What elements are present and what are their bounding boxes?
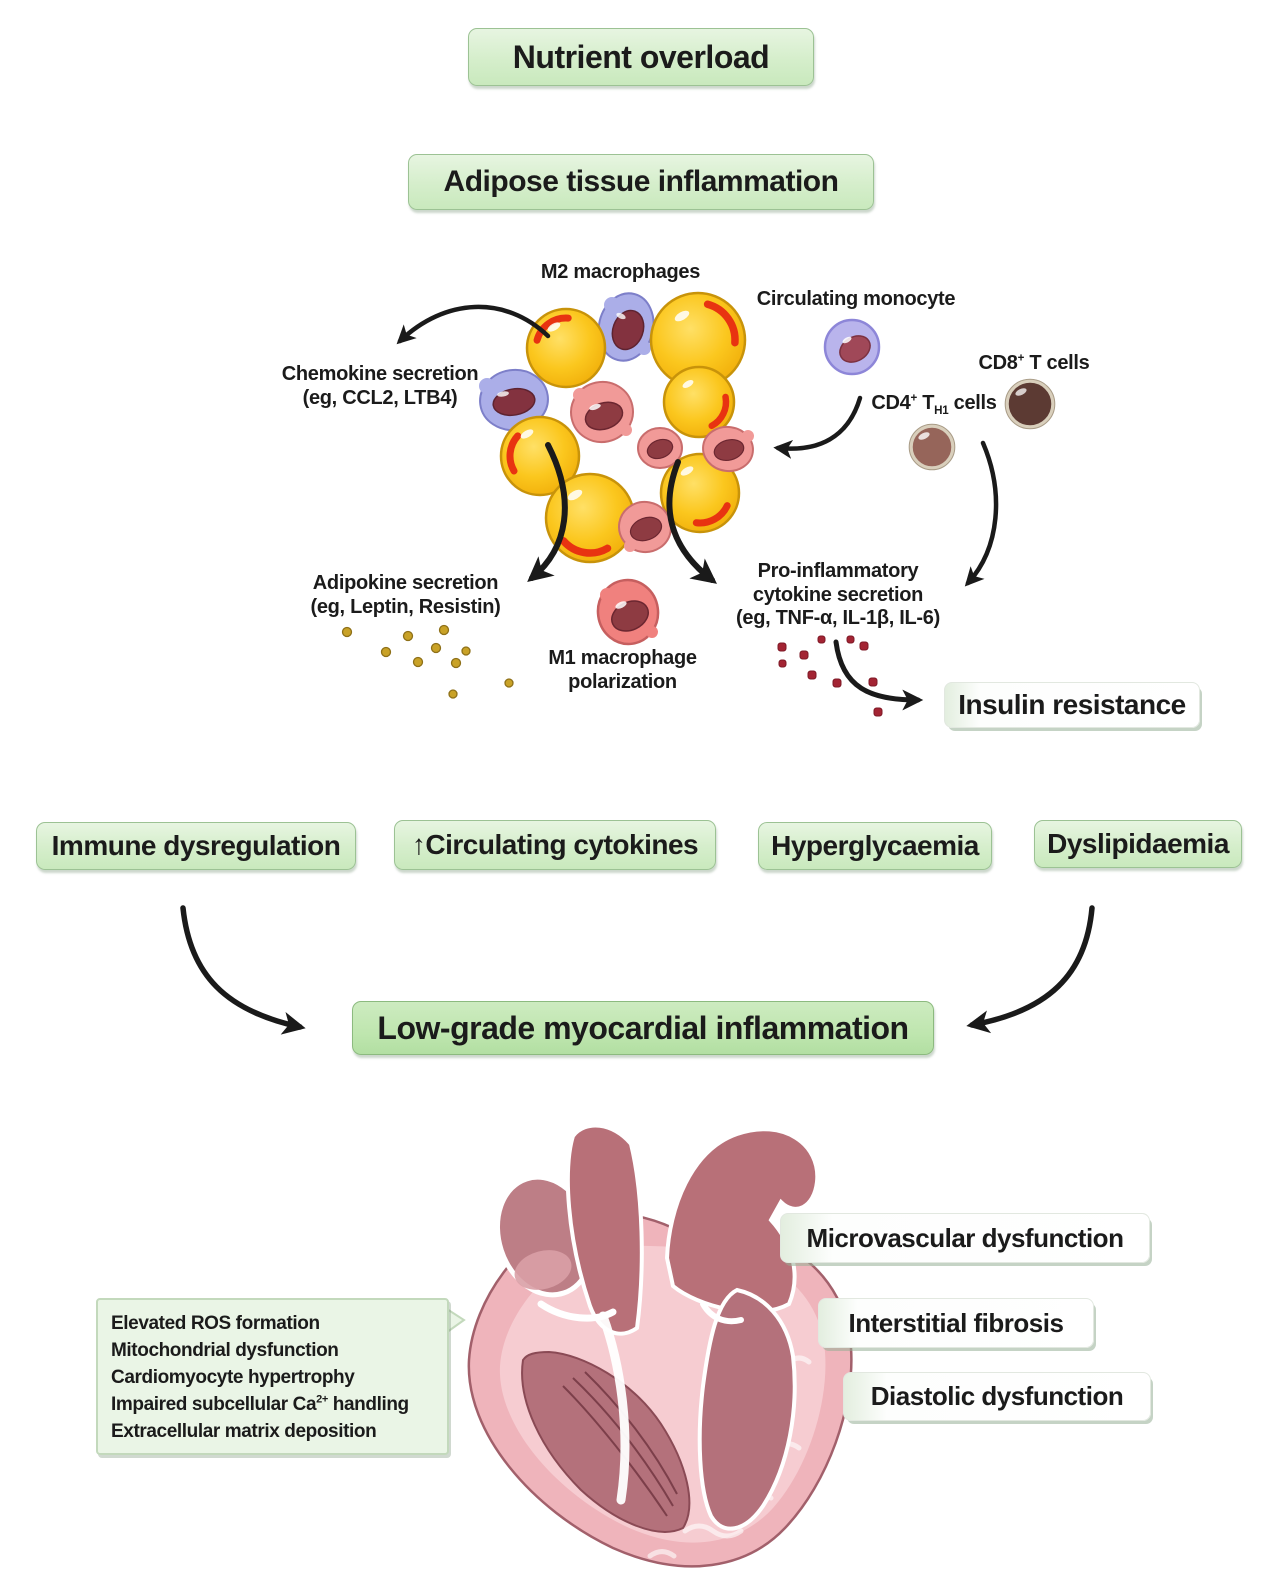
- adipocyte-cell: [659, 452, 741, 534]
- interstitial-fibrosis-label: Interstitial fibrosis: [818, 1298, 1094, 1348]
- chemokine-line2: (eg, CCL2, LTB4): [302, 386, 458, 409]
- nutrient-overload-box: Nutrient overload: [468, 28, 814, 86]
- arrow-right-to-lowgrade: [966, 905, 1095, 1034]
- cd4-sup: +: [910, 391, 917, 405]
- arrow-tcells-to-cytokines: [964, 440, 999, 587]
- arrow-chemokine: [396, 304, 551, 345]
- cd4-sub: H1: [934, 404, 949, 417]
- callout-line2: Mitochondrial dysfunction: [111, 1340, 339, 1361]
- adipocyte-cell: [662, 365, 736, 439]
- cd4-rest: cells: [948, 392, 997, 414]
- septum-highlight: [537, 1300, 744, 1505]
- callout-line4: Impaired subcellular Ca2+ handling: [111, 1391, 441, 1418]
- m1-polarized-cell: [596, 578, 660, 646]
- m1-macrophage-cell: [570, 380, 634, 444]
- callout-line5: Extracellular matrix deposition: [111, 1421, 377, 1442]
- hyperglycaemia-box: Hyperglycaemia: [758, 822, 992, 870]
- adipose-cell-cluster: [479, 291, 754, 564]
- callout-line4-sup: 2+: [316, 1393, 328, 1406]
- heart-illustration: [467, 1123, 853, 1568]
- cd8-t-cells-label: CD8+ T cells: [966, 352, 1102, 376]
- myocardial-effects-callout: Elevated ROS formation Mitochondrial dys…: [96, 1298, 449, 1455]
- adipokine-line2: (eg, Leptin, Resistin): [310, 595, 501, 618]
- lowgrade-inflammation-box: Low-grade myocardial inflammation: [352, 1001, 934, 1055]
- cd4-th1-cells-label: CD4+ TH1 cells: [860, 392, 1008, 416]
- circulating-monocyte-label: Circulating monocyte: [756, 288, 956, 310]
- arrow-left-to-lowgrade: [180, 905, 306, 1035]
- adipocyte-cell: [544, 472, 636, 564]
- cd4-mid: T: [916, 392, 935, 414]
- m1-line1: M1 macrophage: [548, 647, 697, 669]
- cd8-rest: T cells: [1024, 352, 1090, 374]
- adipokine-dots: [341, 624, 514, 699]
- m2-macrophage-cell: [597, 292, 655, 362]
- cytokine-dots: [777, 635, 883, 717]
- insulin-resistance-box: Insulin resistance: [944, 682, 1200, 728]
- adipose-inflammation-box: Adipose tissue inflammation: [408, 154, 874, 210]
- callout-line1: Elevated ROS formation: [111, 1313, 320, 1334]
- adipokine-secretion-label: Adipokine secretion (eg, Leptin, Resisti…: [293, 572, 518, 619]
- arrow-monocyte-to-cluster: [773, 395, 863, 459]
- adipocyte-cell: [525, 307, 607, 389]
- monocyte-cell: [823, 318, 881, 376]
- proinf-line2: cytokine secretion: [752, 583, 924, 606]
- m2-macrophages-label: M2 macrophages: [540, 261, 701, 283]
- proinf-line3: (eg, TNF-α, IL-1β, IL-6): [736, 607, 940, 630]
- cd8-base: CD8: [978, 352, 1018, 374]
- diastolic-dysfunction-label: Diastolic dysfunction: [843, 1372, 1151, 1421]
- cd4-base: CD4: [871, 392, 911, 414]
- proinflammatory-cytokine-label: Pro-inflammatory cytokine secretion (eg,…: [722, 560, 954, 631]
- arrow-to-proinflammatory: [666, 459, 717, 584]
- arrow-to-adipokine: [527, 442, 568, 583]
- circulating-cytokines-box: ↑Circulating cytokines: [394, 820, 716, 870]
- microvascular-dysfunction-label: Microvascular dysfunction: [780, 1213, 1150, 1263]
- m1-macrophage-cell: [702, 425, 754, 473]
- cd4-t-cell: [908, 423, 956, 471]
- callout-line3: Cardiomyocyte hypertrophy: [111, 1367, 355, 1388]
- dyslipidaemia-box: Dyslipidaemia: [1034, 820, 1242, 868]
- cd8-t-cell: [1004, 378, 1056, 430]
- flow-arrows: [180, 304, 1095, 1035]
- m1-polarization-label: M1 macrophage polarization: [520, 647, 725, 694]
- proinf-line1: Pro-inflammatory: [757, 560, 919, 582]
- adipokine-line1: Adipokine secretion: [312, 572, 499, 594]
- chemokine-line1: Chemokine secretion: [281, 363, 479, 385]
- arrow-to-insulin-resistance: [833, 639, 924, 711]
- immune-dysregulation-box: Immune dysregulation: [36, 822, 356, 870]
- cd8-sup: +: [1017, 351, 1025, 365]
- callout-line4-pre: Impaired subcellular Ca: [111, 1394, 317, 1415]
- m1-macrophage-cell: [637, 427, 683, 469]
- adipocyte-cell: [649, 291, 747, 389]
- callout-line4-post: handling: [327, 1394, 409, 1415]
- chemokine-secretion-label: Chemokine secretion (eg, CCL2, LTB4): [275, 363, 485, 410]
- m1-macrophage-cell: [618, 500, 672, 554]
- m1-line2: polarization: [568, 670, 677, 693]
